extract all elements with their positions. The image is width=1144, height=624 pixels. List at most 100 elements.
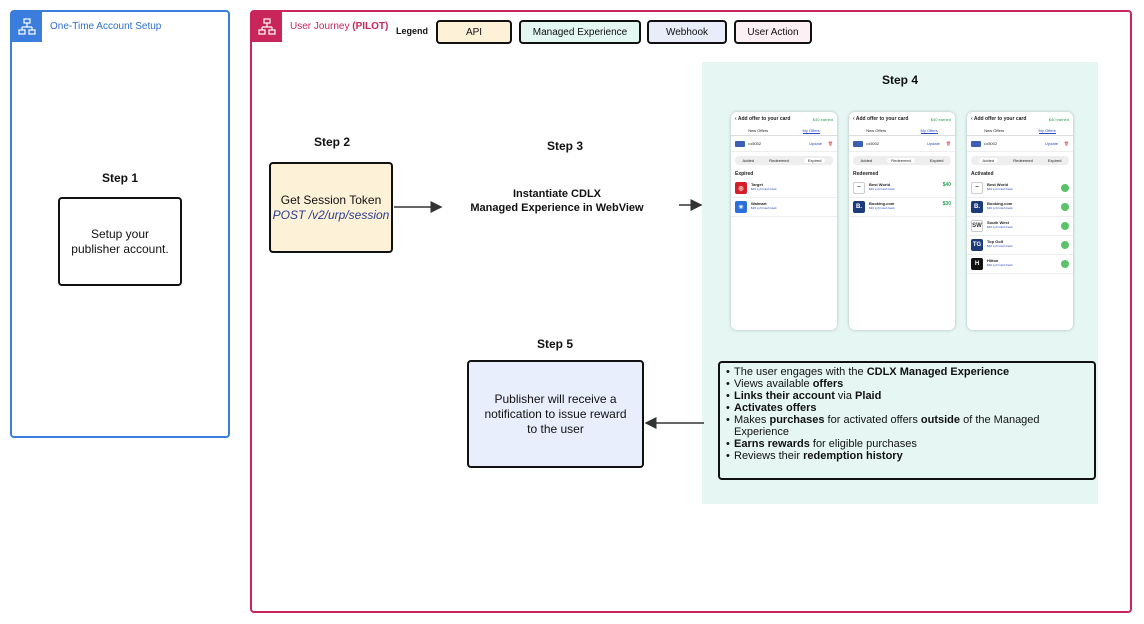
step4-bullets: The user engages with the CDLX Managed E… <box>718 361 1096 480</box>
phone-tab-my-offers[interactable]: My Offers <box>802 127 820 134</box>
legend-label: Legend <box>396 26 429 36</box>
journey-frame[interactable]: User Journey (PILOT) <box>250 10 1132 613</box>
offer-row[interactable]: ✳Walmart$20 Lyft Cash back <box>731 198 837 217</box>
trash-icon[interactable]: 🗑 <box>1063 141 1069 146</box>
walmart-icon: ✳ <box>735 201 747 213</box>
bullet-text: via <box>834 390 856 402</box>
offer-name: Target <box>751 182 763 187</box>
offer-cashback: $30 Lyft Cash back <box>869 206 895 210</box>
phone-header-title: Add offer to your card <box>737 116 791 122</box>
offer-row[interactable]: ◎Target$40 Lyft Cash back <box>731 179 837 198</box>
step5-webhook-box[interactable]: Publisher will receive a notification to… <box>467 360 644 468</box>
offer-cashback: $40 Lyft Cash back <box>987 244 1013 248</box>
offer-amount: $40 <box>942 182 951 188</box>
step3-text: Instantiate CDLX Managed Experience in W… <box>452 187 662 215</box>
phone-card-number: •••5002 <box>866 141 880 146</box>
phone-section-title: Redeemed <box>853 171 879 177</box>
phone-card-number: •••5002 <box>748 141 762 146</box>
offer-cashback: $30 Lyft Cash back <box>987 206 1013 210</box>
bullet-text: Makes <box>734 414 770 426</box>
phone-tab-new-offers[interactable]: New Offers <box>984 128 1005 133</box>
bullet-text: Earns rewards <box>734 438 810 450</box>
trash-icon[interactable]: 🗑 <box>945 141 951 146</box>
phone-tab-new-offers[interactable]: New Offers <box>866 128 887 133</box>
check-icon <box>1061 260 1069 268</box>
phone-card-update[interactable]: Update <box>1045 141 1058 146</box>
phone-tab-my-offers[interactable]: My Offers <box>920 127 938 134</box>
phone-segment-expired[interactable]: Expired <box>1047 158 1062 163</box>
phone-back-icon[interactable]: ‹ Add offer to your card <box>971 116 1027 122</box>
flowchart-icon <box>252 12 282 42</box>
check-icon <box>1061 241 1069 249</box>
bullet-text: The user engages with the <box>734 366 867 378</box>
phone-tab-my-offers[interactable]: My Offers <box>1038 127 1056 134</box>
offer-name: Best World <box>869 182 891 187</box>
phone-back-icon[interactable]: ‹ Add offer to your card <box>853 116 909 122</box>
phone-card-number: •••5002 <box>984 141 998 146</box>
bestworld-icon: ~ <box>971 182 983 194</box>
phone-segment-redeemed[interactable]: Redeemed <box>1013 158 1033 163</box>
bullet-text: Links their account <box>734 390 835 402</box>
legend-webhook: Webhook <box>647 20 727 44</box>
bullet-text: outside <box>920 414 961 426</box>
bestwestern-icon: ~ <box>853 182 865 194</box>
offer-row[interactable]: ~Best World$40 Lyft Cash back$40 <box>849 179 955 198</box>
offer-row[interactable]: B.Booking.com$30 Lyft Cash back <box>967 198 1073 217</box>
phone-card-update[interactable]: Update <box>927 141 940 146</box>
phone-segment-expired[interactable]: Expired <box>929 158 944 163</box>
phone-segment-redeemed[interactable]: Redeemed <box>769 158 789 163</box>
bullet-text: Plaid <box>855 390 882 402</box>
phone-back-icon[interactable]: ‹ Add offer to your card <box>735 116 791 122</box>
trash-icon[interactable]: 🗑 <box>827 141 833 146</box>
legend-managed-label: Managed Experience <box>532 26 628 38</box>
phone-segment-control: Added Redeemed Expired <box>735 156 833 165</box>
phone-card-row: •••5002 Update 🗑 <box>967 136 1073 152</box>
legend-api-label: API <box>465 26 483 38</box>
flowchart-icon <box>12 12 42 42</box>
bullet-item: Earns rewards for eligible purchases <box>726 438 1088 450</box>
topgolf-icon: TG <box>971 239 983 251</box>
bullet-item: Activates offers <box>726 402 1088 414</box>
bullet-text: for eligible purchases <box>809 438 917 450</box>
card-icon <box>735 140 745 147</box>
step2-api-box[interactable]: Get Session Token POST /v2/urp/session <box>269 162 393 253</box>
bullet-text: CDLX Managed Experience <box>866 366 1010 378</box>
step5-label: Step 5 <box>536 337 573 351</box>
journey-title-text: User Journey <box>290 21 350 32</box>
phone-segment-redeemed[interactable]: Redeemed <box>887 158 915 163</box>
phone-header: ‹ Add offer to your card$40 earned <box>849 112 955 126</box>
booking-icon: B. <box>853 201 865 213</box>
setup-frame[interactable]: One-Time Account Setup <box>10 10 230 438</box>
step1-box[interactable]: Setup your publisher account. <box>58 197 182 286</box>
step4-label: Step 4 <box>881 73 918 87</box>
offer-cashback: $40 Lyft Cash back <box>987 263 1013 267</box>
offer-row[interactable]: B.Booking.com$30 Lyft Cash back$30 <box>849 198 955 217</box>
phone-segment-expired[interactable]: Expired <box>803 158 826 163</box>
phone-segment-added[interactable]: Added <box>742 158 755 163</box>
phone-section-title: Expired <box>735 171 754 177</box>
booking-icon: B. <box>971 201 983 213</box>
bullet-text: offers <box>812 378 844 390</box>
journey-frame-title: User Journey (PILOT) <box>290 21 388 32</box>
step2-line2: POST /v2/urp/session <box>272 207 390 222</box>
southwest-icon: SW <box>971 220 983 232</box>
bullet-item: Views available offers <box>726 378 1088 390</box>
step2-line1: Get Session Token <box>280 192 382 207</box>
bullet-text: purchases <box>769 414 825 426</box>
bullet-item: Makes purchases for activated offers out… <box>726 414 1088 438</box>
phone-segment-added[interactable]: Added <box>860 158 873 163</box>
phone-card-row: •••5002 Update 🗑 <box>731 136 837 152</box>
offer-cashback: $40 Lyft Cash back <box>751 187 777 191</box>
card-icon <box>971 140 981 147</box>
offer-name: Booking.com <box>869 201 895 206</box>
bullet-item: The user engages with the CDLX Managed E… <box>726 366 1088 378</box>
phone-tab-new-offers[interactable]: New Offers <box>748 128 769 133</box>
offer-name: Walmart <box>751 201 767 206</box>
offer-row[interactable]: ~Best World$40 Lyft Cash back <box>967 179 1073 198</box>
phone-segment-added[interactable]: Added <box>978 158 999 163</box>
phone-card-update[interactable]: Update <box>809 141 822 146</box>
